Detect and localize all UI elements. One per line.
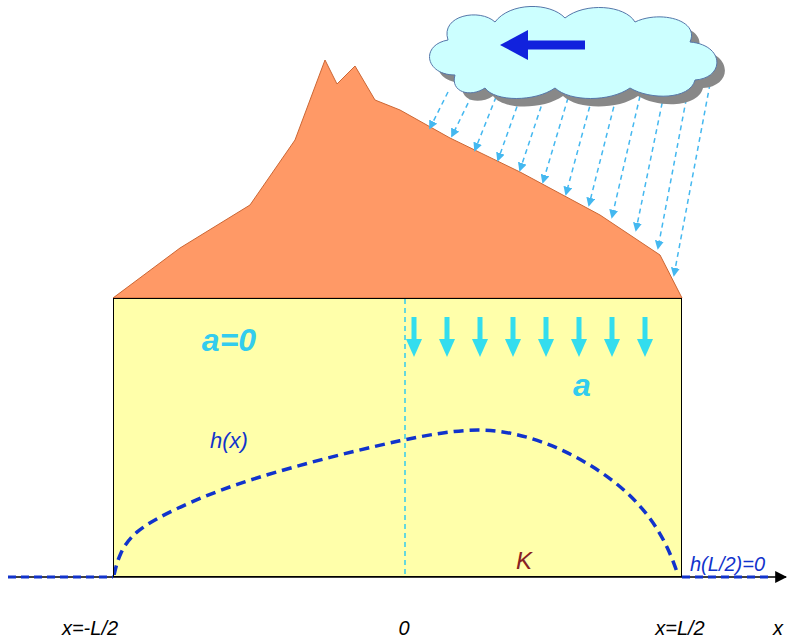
divide-line bbox=[404, 299, 406, 575]
water-table-curve bbox=[114, 430, 678, 575]
water-level-left bbox=[8, 576, 113, 579]
aquifer-illustration bbox=[114, 299, 680, 575]
boundary-condition: h(L/2)=0 bbox=[690, 553, 765, 575]
water-level-right bbox=[682, 576, 768, 579]
axis-tick-label: x=-L/2 bbox=[62, 617, 118, 639]
head-label: h(x) bbox=[210, 429, 248, 453]
axis-tick-label: 0 bbox=[398, 617, 409, 639]
cloud bbox=[430, 6, 717, 98]
wind-arrow bbox=[500, 30, 585, 60]
recharge-label: a bbox=[573, 368, 591, 403]
axis-tick-label: x=L/2 bbox=[655, 617, 704, 639]
axis-name: x bbox=[773, 617, 783, 639]
recharge-zero-label: a=0 bbox=[202, 323, 256, 358]
conductivity-label: K bbox=[516, 548, 532, 574]
recharge-arrows bbox=[406, 317, 653, 357]
rain bbox=[430, 84, 710, 275]
aquifer-block: a=0 h(x) aK bbox=[113, 298, 682, 577]
